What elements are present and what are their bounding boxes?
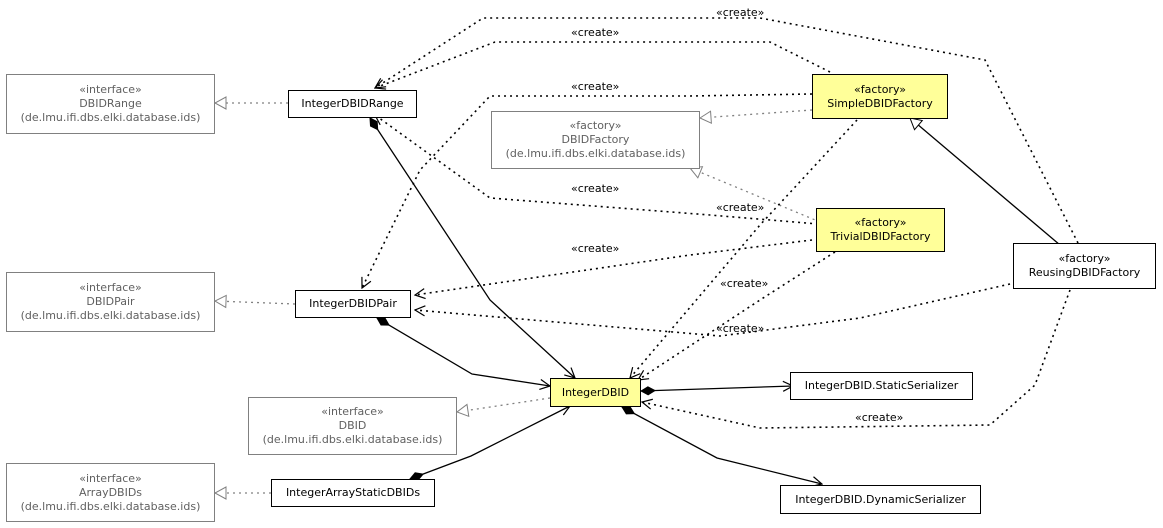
class-name: IntegerDBIDPair xyxy=(309,297,397,310)
create-label: «create» xyxy=(855,411,904,424)
class-integer-dbid-pair[interactable]: IntegerDBIDPair xyxy=(295,290,411,318)
class-name: IntegerArrayStaticDBIDs xyxy=(285,486,421,499)
edge-simple-creates-dbid xyxy=(630,119,858,378)
edge-pair-implements-dbidpair xyxy=(213,294,296,309)
create-label: «create» xyxy=(571,182,620,195)
package-name: (de.lmu.ifi.dbs.elki.database.ids) xyxy=(505,147,686,160)
class-trivial-dbid-factory[interactable]: «factory» TrivialDBIDFactory xyxy=(816,208,945,252)
package-name: (de.lmu.ifi.dbs.elki.database.ids) xyxy=(20,111,201,124)
class-simple-dbid-factory[interactable]: «factory» SimpleDBIDFactory xyxy=(812,74,948,119)
create-label: «create» xyxy=(720,277,769,290)
class-dbidrange-interface[interactable]: «interface» DBIDRange (de.lmu.ifi.dbs.el… xyxy=(6,74,215,134)
class-dbidfactory[interactable]: «factory» DBIDFactory (de.lmu.ifi.dbs.el… xyxy=(491,111,700,169)
stereotype: «factory» xyxy=(569,119,622,132)
package-name: (de.lmu.ifi.dbs.elki.database.ids) xyxy=(20,309,201,322)
class-integer-array-static-dbids[interactable]: IntegerArrayStaticDBIDs xyxy=(271,479,435,507)
stereotype: «interface» xyxy=(321,405,384,418)
edge-dbid-composes-dynamic xyxy=(622,407,822,484)
class-name: TrivialDBIDFactory xyxy=(830,230,931,243)
class-name: ArrayDBIDs xyxy=(78,485,143,499)
class-name: DBID xyxy=(338,419,367,432)
edge-simple-creates-range xyxy=(375,41,831,88)
create-label: «create» xyxy=(716,201,765,214)
class-name: IntegerDBID.StaticSerializer xyxy=(804,379,959,392)
package-name: (de.lmu.ifi.dbs.elki.database.ids) xyxy=(20,499,201,513)
composition-edges xyxy=(370,118,822,484)
edge-dbid-composes-static xyxy=(641,386,793,391)
class-reusing-dbid-factory[interactable]: «factory» ReusingDBIDFactory xyxy=(1013,243,1156,289)
class-name: DBIDPair xyxy=(86,295,135,308)
stereotype: «factory» xyxy=(854,216,907,229)
class-name: ReusingDBIDFactory xyxy=(1028,266,1141,279)
edge-trivial-creates-range xyxy=(375,115,819,225)
create-label: «create» xyxy=(571,26,620,39)
class-integer-dbid-static-serializer[interactable]: IntegerDBID.StaticSerializer xyxy=(790,372,973,400)
create-label: «create» xyxy=(716,322,765,335)
edge-reusing-creates-pair xyxy=(415,283,1011,337)
class-dbidpair-interface[interactable]: «interface» DBIDPair (de.lmu.ifi.dbs.elk… xyxy=(6,272,215,332)
class-name: IntegerDBID xyxy=(561,385,630,399)
class-arraydbids-interface[interactable]: «interface» ArrayDBIDs (de.lmu.ifi.dbs.e… xyxy=(6,463,215,522)
create-label: «create» xyxy=(716,6,765,19)
class-name: IntegerDBID.DynamicSerializer xyxy=(795,492,966,506)
edge-dbid-implements-dbid xyxy=(455,397,551,418)
class-name: DBIDFactory xyxy=(561,133,630,146)
edge-array-composes-dbid xyxy=(410,406,570,479)
stereotype: «interface» xyxy=(79,83,142,96)
class-integer-dbid-range[interactable]: IntegerDBIDRange xyxy=(288,90,417,118)
class-integer-dbid-dynamic-serializer[interactable]: IntegerDBID.DynamicSerializer xyxy=(780,485,981,514)
create-label: «create» xyxy=(571,80,620,93)
create-edges xyxy=(361,17,1079,429)
class-name: DBIDRange xyxy=(79,97,142,110)
edge-pair-composes-dbid xyxy=(377,317,550,386)
class-integer-dbid[interactable]: IntegerDBID xyxy=(550,378,641,407)
edge-reusing-creates-dbid xyxy=(642,289,1071,429)
package-name: (de.lmu.ifi.dbs.elki.database.ids) xyxy=(262,433,443,446)
stereotype: «factory» xyxy=(1058,252,1111,265)
class-name: SimpleDBIDFactory xyxy=(827,96,933,110)
class-dbid-interface[interactable]: «interface» DBID (de.lmu.ifi.dbs.elki.da… xyxy=(248,397,457,455)
stereotype: «factory» xyxy=(853,82,906,96)
edge-trivial-creates-dbid xyxy=(638,251,836,380)
edge-reusing-extends-simple xyxy=(909,117,1061,246)
stereotype: «interface» xyxy=(79,471,142,485)
create-label: «create» xyxy=(571,242,620,255)
class-name: IntegerDBIDRange xyxy=(301,97,404,110)
stereotype: «interface» xyxy=(79,281,142,294)
edge-simple-implements-factory xyxy=(698,109,813,125)
